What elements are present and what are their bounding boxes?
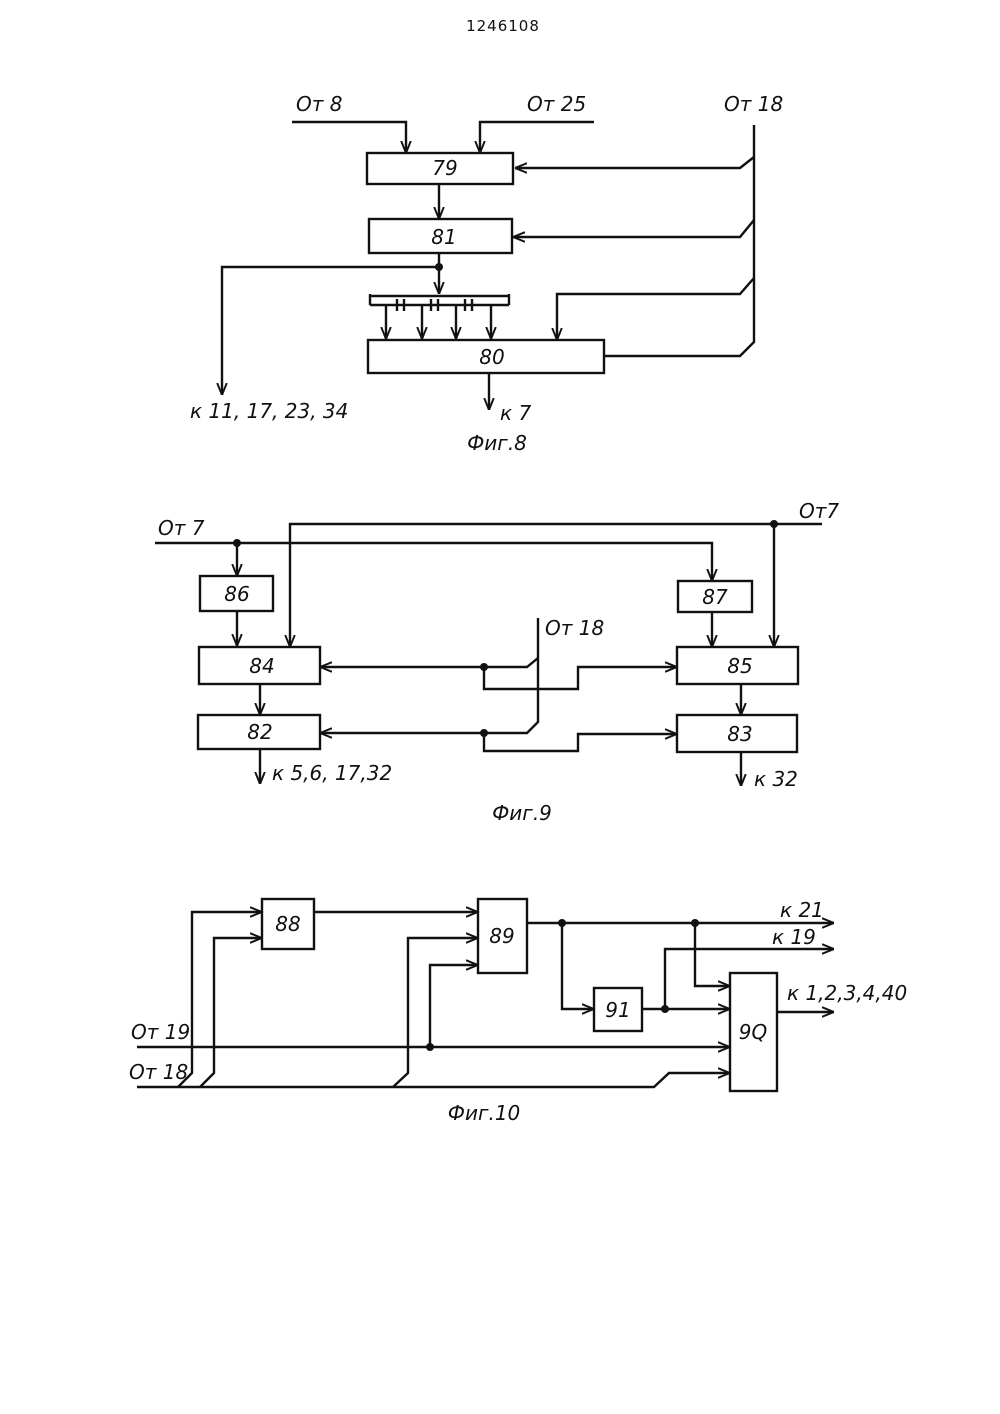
fig9-output-right-label: к 32 — [754, 767, 798, 791]
fig8-output-bottom-label: к 7 — [500, 401, 531, 425]
fig9-caption: Фиг.9 — [492, 801, 552, 825]
fig9-output-left-label: к 5,6, 17,32 — [272, 761, 392, 785]
fig8-from-8-label: От 8 — [296, 92, 342, 116]
fig10-from-19-label: От 19 — [131, 1020, 190, 1044]
fig10-output-19-label: к 19 — [772, 925, 816, 949]
block-83-label: 83 — [727, 722, 752, 746]
block-84-label: 84 — [249, 654, 274, 678]
block-80-label: 80 — [479, 345, 504, 369]
fig8-from-18-label: От 18 — [724, 92, 783, 116]
block-79-label: 79 — [432, 156, 457, 180]
fig8-from-25-label: От 25 — [527, 92, 586, 116]
block-88-label: 88 — [275, 912, 300, 936]
fig9-from-18-label: От 18 — [545, 616, 604, 640]
fig10-caption: Фиг.10 — [448, 1101, 521, 1125]
figure-10: 88 89 91 9Q От 19 От 18 к 21 к 19 к 1,2,… — [129, 898, 907, 1125]
fig9-from-7-right-label: От7 — [799, 499, 839, 523]
fig9-from-7-left-label: От 7 — [158, 516, 205, 540]
fig10-from-18-label: От 18 — [129, 1060, 188, 1084]
fig10-output-21-label: к 21 — [780, 898, 824, 922]
fig8-caption: Фиг.8 — [467, 431, 527, 455]
patent-number: 1246108 — [466, 17, 540, 35]
fig8-output-left-label: к 11, 17, 23, 34 — [190, 399, 348, 423]
block-87-label: 87 — [702, 585, 728, 609]
block-90-label: 9Q — [739, 1020, 767, 1044]
block-91-label: 91 — [605, 998, 630, 1022]
figure-9: 86 87 84 85 82 83 От 7 От7 От 18 к 5,6, … — [155, 499, 839, 825]
block-89-label: 89 — [489, 924, 514, 948]
figure-8: 79 81 80 От 8 От 25 От 18 к 11, 17, 23, … — [190, 92, 783, 455]
fig10-output-list-label: к 1,2,3,4,40 — [787, 981, 907, 1005]
block-86-label: 86 — [224, 582, 249, 606]
block-81-label: 81 — [431, 225, 456, 249]
block-82-label: 82 — [247, 720, 272, 744]
block-85-label: 85 — [727, 654, 752, 678]
